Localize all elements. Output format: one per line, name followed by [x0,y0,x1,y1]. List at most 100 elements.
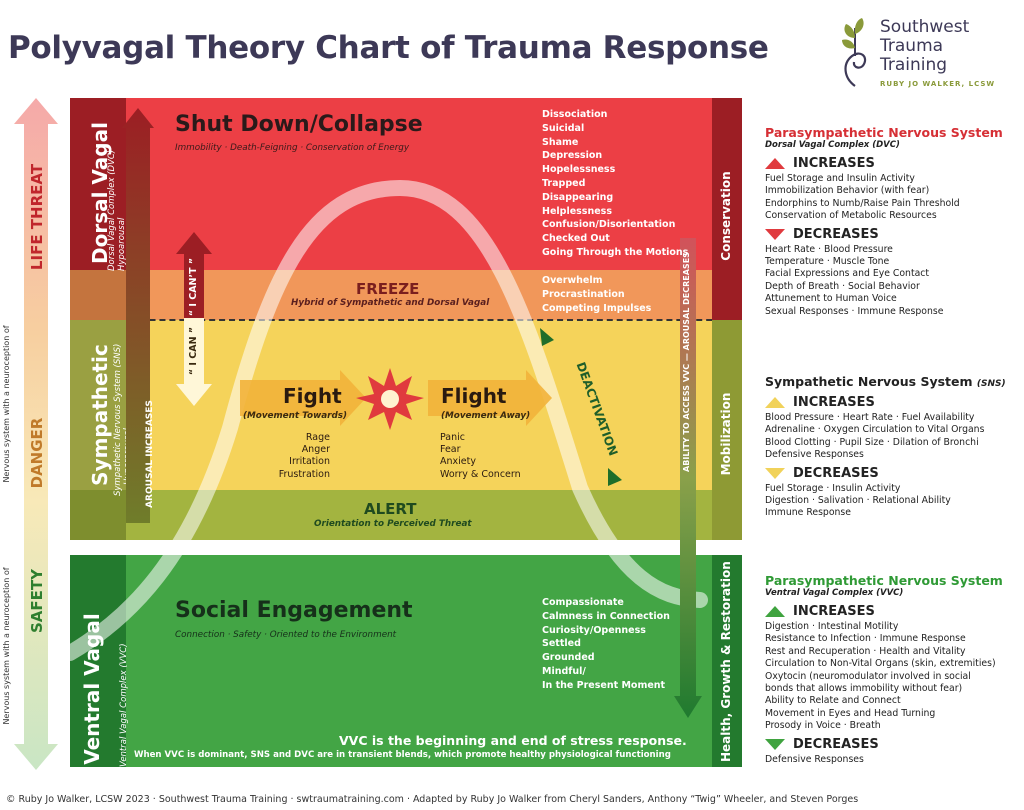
footer-credit: © Ruby Jo Walker, LCSW 2023 · Southwest … [6,794,859,805]
flight-subtitle: (Movement Away) [441,411,531,421]
panel-dvc-title: Parasympathetic Nervous System [765,125,1003,140]
shutdown-list: Dissociation Suicidal Shame Depression H… [542,108,688,260]
list-item: Temperature · Muscle Tone [765,256,890,268]
fight-subtitle: (Movement Towards) [243,411,348,421]
list-item: Fuel Storage · Insulin Activity [765,482,901,494]
list-item: Panic [440,432,466,443]
arousal-bell-curve [70,179,708,661]
panel-sns-title: Sympathetic Nervous System (SNS) [765,374,1020,389]
list-item: Depth of Breath · Social Behavior [765,280,920,292]
list-item: Worry & Concern [440,468,521,480]
arousal-increases-arrow [122,108,154,523]
list-item: Conservation of Metabolic Resources [765,210,937,222]
list-item: Mindful/ [542,665,586,677]
alert-label-column [70,490,126,540]
brand-subtitle: RUBY JO WALKER, LCSW [880,80,996,88]
panel-vvc: Parasympathetic Nervous System Ventral V… [765,573,1020,766]
increase-arrow-icon [765,397,785,408]
flight-title: Flight [441,384,507,408]
decreases-label: DECREASES [793,465,879,481]
mobilization-column [712,320,742,540]
brand-logo: Southwest Trauma Training RUBY JO WALKER… [834,16,1019,96]
list-item: Going Through the Motions [542,246,689,258]
increase-arrow-icon [765,158,785,169]
list-item: Overwhelm [542,275,603,286]
decreases-label: DECREASES [793,736,879,752]
fight-list: Rage Anger Irritation Frustration [268,432,330,481]
arousal-curve-overlay [70,108,708,718]
vvc-note: When VVC is dominant, SNS and DVC are in… [134,750,671,760]
list-item: Shame [542,136,579,148]
sympathetic-label-column [70,320,126,490]
shutdown-title: Shut Down/Collapse [175,112,423,137]
panel-sns-increases: Blood Pressure · Heart Rate · Fuel Avail… [765,412,1020,462]
panel-vvc-decreases: Defensive Responses [765,754,1020,766]
list-item: Facial Expressions and Eye Contact [765,268,930,280]
arousal-increases-label: AROUSAL INCREASES [145,400,155,508]
danger-label: DANGER [28,417,46,489]
list-item: Fuel Storage and Insulin Activity [765,173,915,184]
panel-dvc-increases-head: INCREASES [765,156,1020,171]
fight-title: Fight [283,384,342,408]
list-item: Fear [440,444,461,456]
social-title: Social Engagement [175,598,413,623]
list-item: Hopelessness [542,164,616,176]
neuroception-lower-label: Nervous system with a neuroception of [2,567,11,725]
list-item: Rage [305,432,330,443]
list-item: Trapped [542,177,586,189]
list-item: Confusion/Disorientation [542,219,676,231]
decreases-label: DECREASES [793,226,879,242]
ability-access-label: ABILITY TO ACCESS VVC — AROUSAL DECREASE… [682,252,691,472]
increases-label: INCREASES [793,604,875,619]
brand-line-2: Trauma [880,36,944,56]
panel-vvc-decreases-head: DECREASES [765,737,1020,752]
list-item: Helplessness [542,205,612,217]
list-item: Movement in Eyes and Head Turning [765,707,936,719]
i-can-arrow [176,318,212,406]
panel-dvc-subtitle: Dorsal Vagal Complex (DVC) [765,140,900,150]
freeze-subtitle: Hybrid of Sympathetic and Dorsal Vagal [291,298,490,308]
panel-dvc: Parasympathetic Nervous System Dorsal Va… [765,125,1020,318]
list-item: Attunement to Human Voice [765,293,897,305]
list-item: Blood Pressure · Heart Rate · Fuel Avail… [765,412,975,423]
list-item: Calmness in Connection [542,610,670,622]
decrease-arrow-icon [765,228,785,240]
list-item: Procrastination [542,288,625,300]
social-subtitle: Connection · Safety · Oriented to the En… [175,630,397,640]
list-item: Dissociation [542,109,608,120]
panel-vvc-increases: Digestion · Intestinal Motility Resistan… [765,621,1020,733]
ventral-label-column [70,555,126,767]
panel-sns-title-suffix: (SNS) [976,379,1006,389]
shutdown-subtitle: Immobility · Death-Feigning · Conservati… [175,143,410,153]
panel-sns-decreases-head: DECREASES [765,466,1020,481]
panel-sns-increases-head: INCREASES [765,395,1020,410]
deactivation-start-marker [540,328,554,346]
alert-subtitle: Orientation to Perceived Threat [314,519,472,529]
list-item: Curiosity/Openness [542,624,646,636]
list-item: Anxiety [440,456,476,468]
list-item: Blood Clotting · Pupil Size · Dilation o… [765,436,979,448]
flight-arrow [428,370,552,426]
vvc-note-bold: VVC is the beginning and end of stress r… [339,733,687,748]
increases-label: INCREASES [793,395,875,410]
panel-sns-title-text: Sympathetic Nervous System [765,374,973,389]
list-item: Heart Rate · Blood Pressure [765,243,893,255]
list-item: In the Present Moment [542,679,666,691]
list-item: Competing Impulses [542,302,652,314]
increase-arrow-icon [765,606,785,617]
i-can-label: “ I CAN ” [188,326,199,376]
threat-axis-arrow [14,98,58,770]
list-item: Anger [301,444,330,456]
list-item: Compassionate [542,597,624,608]
list-item: Rest and Recuperation · Health and Vital… [765,645,966,657]
deactivation-end-marker [608,468,622,486]
list-item: Grounded [542,652,595,664]
list-item: Disappearing [542,191,614,203]
list-item: Digestion · Salivation · Relational Abil… [765,495,951,507]
list-item: Immune Response [765,507,851,519]
brand-line-3: Training [880,55,948,75]
decrease-arrow-icon [765,467,785,479]
safety-label: SAFETY [28,569,46,633]
dorsal-label-column [70,98,126,270]
list-item: Sexual Responses · Immune Response [765,305,944,317]
